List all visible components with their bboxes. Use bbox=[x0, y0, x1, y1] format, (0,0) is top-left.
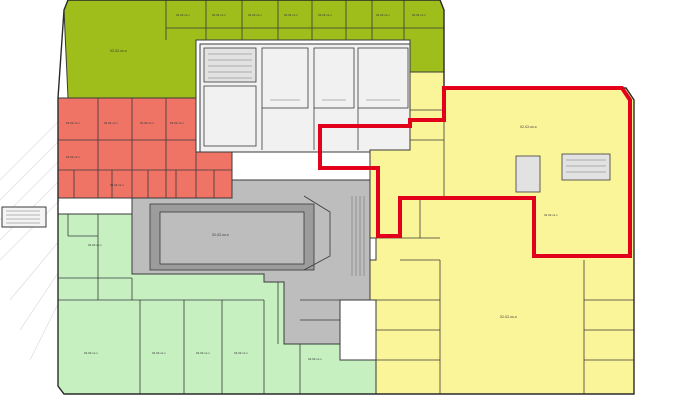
room-label: 02.02.xx.x bbox=[176, 13, 190, 17]
room-label: 02.02.xx.x bbox=[196, 351, 210, 355]
room-label: 02.02.xx.x bbox=[66, 155, 80, 159]
room-label: 02.02.xx.x bbox=[140, 121, 154, 125]
room-label: 02.02.xx.x bbox=[318, 13, 332, 17]
green-room-walls bbox=[165, 0, 444, 72]
yellow-room-walls bbox=[376, 72, 634, 394]
room-label: 02.02.xx.x bbox=[110, 49, 127, 53]
lightgreen-room-walls bbox=[58, 214, 301, 394]
room-label: 02.02.xx.x bbox=[544, 213, 558, 217]
room-label: 02.02.xx.x bbox=[284, 13, 298, 17]
room-label: 02.02.xx.x bbox=[248, 13, 262, 17]
room-label: 02.02.xx.x bbox=[212, 233, 229, 237]
room-label: 02.02.xx.x bbox=[412, 13, 426, 17]
room-label: 02.02.xx.x bbox=[84, 351, 98, 355]
room-label: 02.02.xx.x bbox=[500, 315, 517, 319]
room-label: 02.02.xx.x bbox=[212, 13, 226, 17]
room-label: 02.02.xx.x bbox=[376, 13, 390, 17]
room-label: 02.02.xx.x bbox=[66, 121, 80, 125]
building-outline bbox=[57, 0, 635, 395]
room-label: 02.02.xx.x bbox=[234, 351, 248, 355]
room-label: 02.02.xx.x bbox=[152, 351, 166, 355]
gray-hall bbox=[131, 195, 365, 344]
room-label: 02.02.xx.x bbox=[308, 357, 322, 361]
external-stair bbox=[1, 206, 47, 228]
room-label: 02.02.xx.x bbox=[170, 121, 184, 125]
selection-highlight[interactable] bbox=[318, 86, 632, 258]
core-rooms bbox=[203, 47, 409, 150]
background-wireframe bbox=[0, 119, 61, 361]
room-label: 02.02.xx.x bbox=[88, 243, 102, 247]
room-label: 02.02.xx.x bbox=[520, 125, 537, 129]
room-label: 02.02.xx.x bbox=[104, 121, 118, 125]
room-label: 02.02.xx.x bbox=[110, 183, 124, 187]
red-room-walls bbox=[58, 98, 232, 198]
